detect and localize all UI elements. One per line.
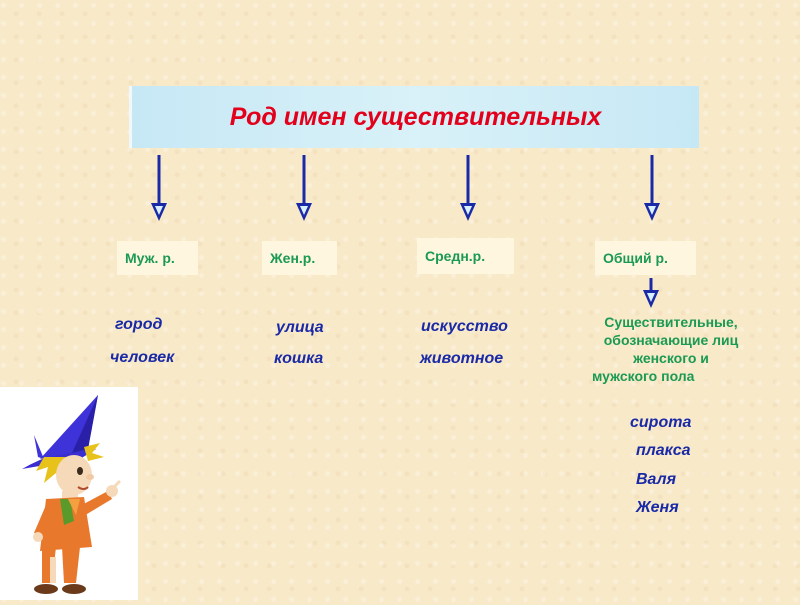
category-label: Жен.р. (270, 250, 316, 266)
arrow-common (644, 155, 660, 221)
common-example-word: плакса (636, 442, 691, 459)
common-example-word: Женя (636, 499, 679, 516)
description-line: мужского пола (592, 368, 695, 384)
example-word: животное (420, 350, 504, 367)
category-label: Средн.р. (425, 248, 486, 264)
arrow-feminine (296, 155, 312, 221)
common-example-word: сирота (630, 414, 692, 431)
diagram-title: Род имен существительных (229, 102, 602, 131)
arrow-masculine (151, 155, 167, 221)
title-box: Род имен существительных (129, 86, 699, 148)
category-label: Общий р. (603, 250, 668, 266)
example-word: человек (110, 349, 175, 366)
cartoon-boy-wizard-hat-image (22, 395, 122, 594)
example-word: искусство (421, 318, 508, 335)
example-word: кошка (274, 350, 324, 367)
description-line: обозначающие лиц (603, 332, 739, 348)
category-label: Муж. р. (125, 250, 175, 266)
description-line: Существительные, (604, 314, 738, 330)
category-common: Общий р. (595, 241, 696, 275)
category-masculine: Муж. р. (117, 241, 198, 275)
arrow-neuter (460, 155, 476, 221)
example-word: город (115, 316, 163, 333)
illustration-panel (0, 387, 138, 600)
example-word: улица (276, 319, 324, 336)
common-example-word: Валя (636, 471, 677, 488)
category-feminine: Жен.р. (262, 241, 337, 275)
category-neuter: Средн.р. (417, 238, 514, 274)
description-line: женского и (633, 350, 709, 366)
arrow-common-down (643, 278, 659, 308)
common-gender-description: Существительные, обозначающие лиц женско… (566, 313, 776, 385)
